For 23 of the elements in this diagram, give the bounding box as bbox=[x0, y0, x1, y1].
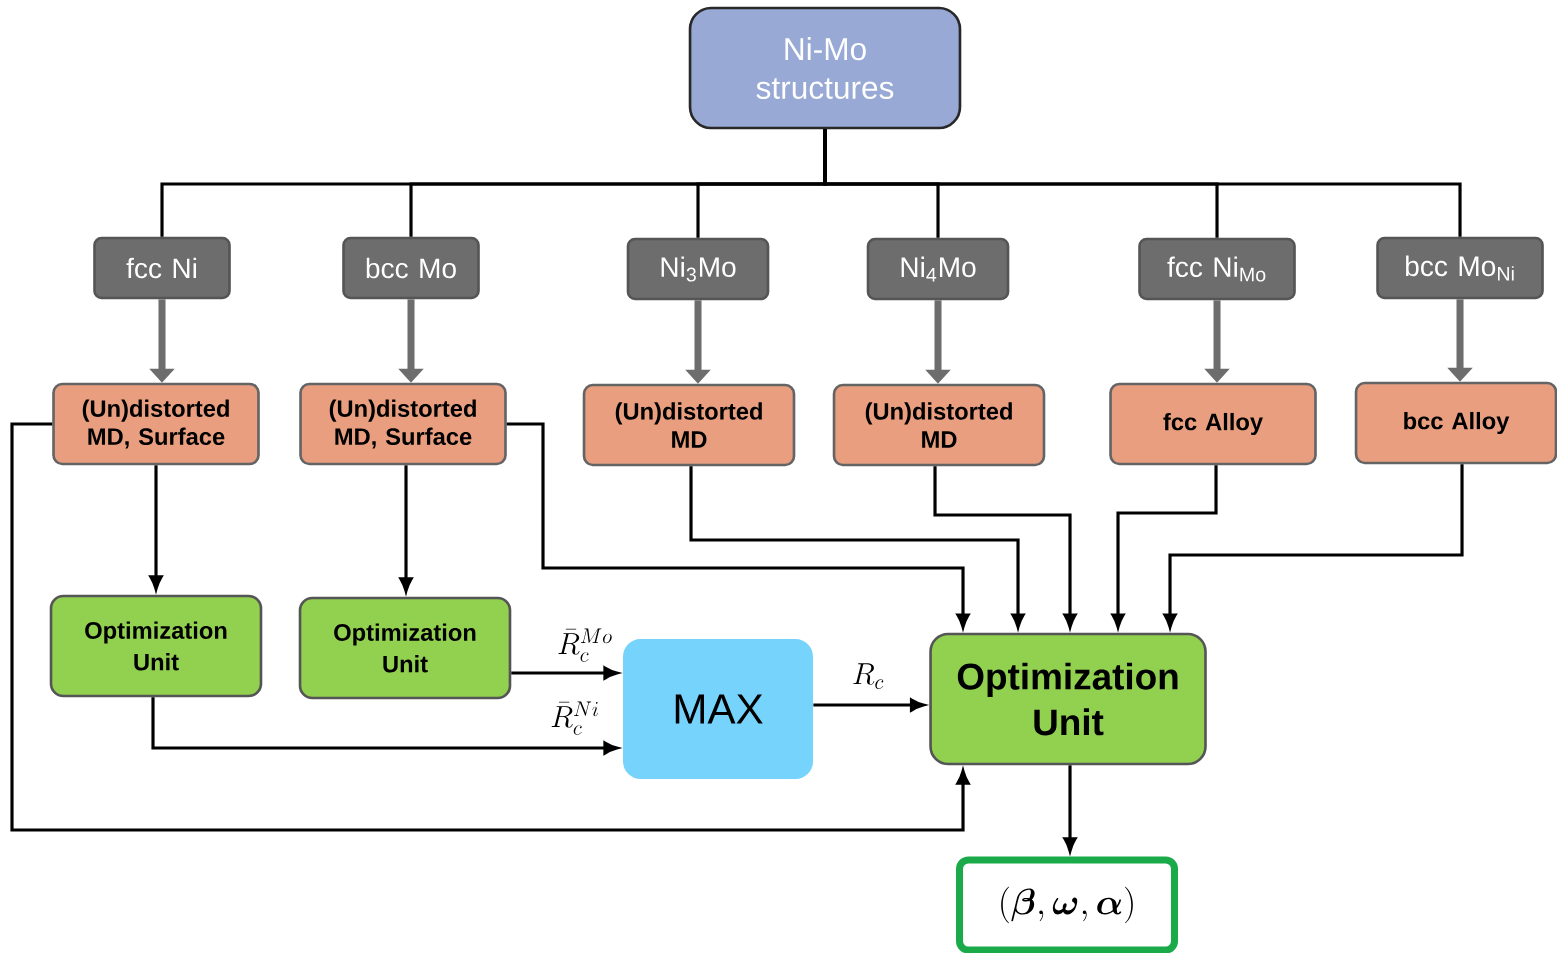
arrow bbox=[10, 422, 970, 832]
structure-box: Ni$_{3}$Mo bbox=[626, 237, 770, 301]
structure-box: bcc Mo$_{Ni}$ bbox=[1376, 236, 1544, 300]
process-box: fcc Alloy bbox=[1109, 382, 1317, 466]
structure-box: bcc Mo bbox=[342, 236, 480, 300]
optimization-box: Optimization Unit bbox=[49, 594, 263, 698]
optimization-box: Optimization Unit bbox=[929, 632, 1207, 766]
optimization-box: Optimization Unit bbox=[298, 596, 512, 700]
structure-box: Ni$_{4}$Mo bbox=[866, 237, 1010, 301]
process-box: (Un)distorted MD, Surface bbox=[52, 382, 260, 466]
max-box: MAX bbox=[623, 639, 813, 779]
edge-label: $\bar{R}_c^{Mo}$ bbox=[555, 626, 615, 664]
process-box: (Un)distorted MD, Surface bbox=[299, 382, 507, 466]
edge-label: $R_c$ bbox=[850, 661, 886, 691]
process-box: (Un)distorted MD bbox=[832, 383, 1046, 467]
process-box: bcc Alloy bbox=[1354, 381, 1557, 465]
source-box: Ni-Mo structures bbox=[688, 6, 962, 130]
structure-box: fcc Ni bbox=[93, 236, 231, 300]
result-box: $(\boldsymbol{\beta}, \boldsymbol{\omega}, \boldsymbol{\alpha})$ bbox=[956, 856, 1178, 953]
edge-label: $\bar{R}_c^{Ni}$ bbox=[548, 699, 602, 737]
structure-box: fcc Ni$_{Mo}$ bbox=[1138, 237, 1296, 301]
process-box: (Un)distorted MD bbox=[582, 383, 796, 467]
connector bbox=[823, 129, 1462, 237]
